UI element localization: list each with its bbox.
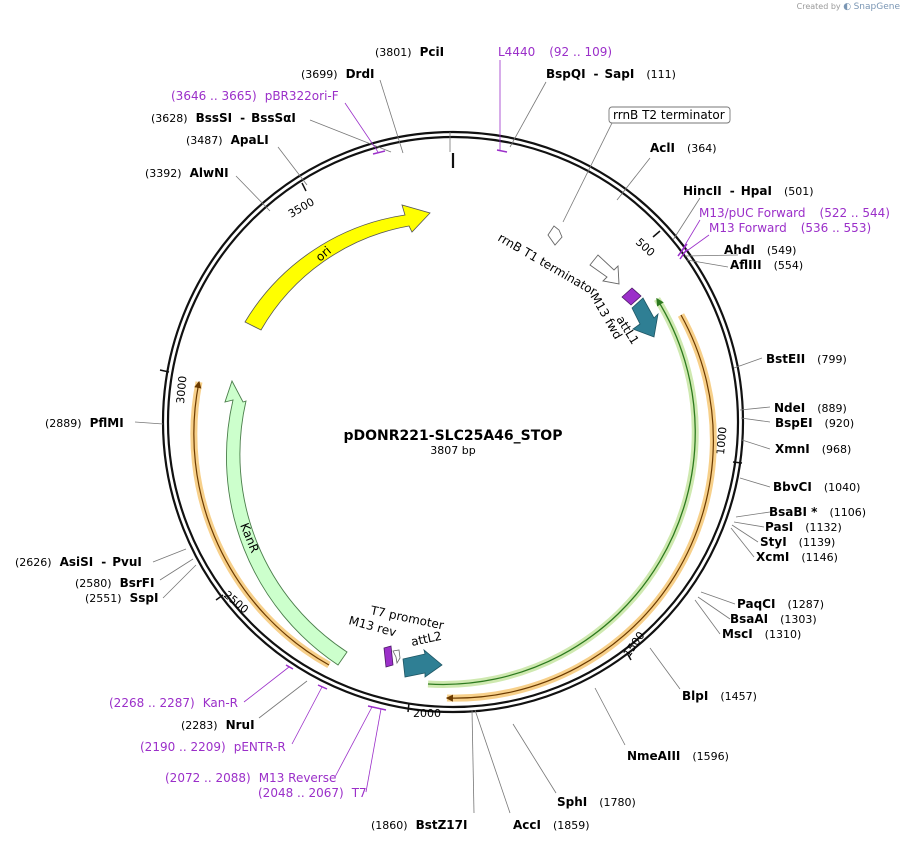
site-sphi[interactable]: SphI(1780) (557, 795, 636, 809)
site-apali[interactable]: (3487)ApaLI (186, 133, 269, 147)
green-arc (427, 297, 699, 688)
ori-arrow (244, 204, 431, 331)
site-labels: (3801)PciI L4440(92 .. 109) BspQI-SapI(1… (15, 45, 890, 832)
backbone-inner (166, 135, 740, 709)
site-pflmi[interactable]: (2889)PflMI (45, 416, 124, 430)
m13-rev-arrow (383, 645, 394, 668)
site-blpi[interactable]: BlpI(1457) (682, 689, 757, 703)
site-acli[interactable]: AclI(364) (650, 141, 717, 155)
rrnb-t2-box (608, 106, 731, 124)
tick-label-2000: 2000 (413, 707, 441, 720)
primer-leads (243, 60, 710, 793)
credit-prefix: Created by (796, 2, 841, 11)
rrnb-t1-label: rrnB T1 terminator (496, 230, 600, 298)
rrnb-t2-label: rrnB T2 terminator (613, 108, 725, 122)
attl1-arrow (631, 297, 659, 338)
tick-label-1000: 1000 (714, 426, 729, 455)
tick-1000: 1000 (714, 426, 743, 464)
rrnb-t2-lead (562, 122, 613, 223)
site-bbvci[interactable]: BbvCI(1040) (773, 480, 860, 494)
left-orange-line (193, 380, 330, 666)
site-bsssi[interactable]: (3628)BssSI-BssSαI (151, 111, 296, 125)
site-asisi[interactable]: (2626)AsiSI-PvuI (15, 555, 142, 569)
site-xmni[interactable]: XmnI(968) (775, 442, 851, 456)
primer-m13-puc-forward[interactable]: M13/pUC Forward(522 .. 544) (699, 206, 890, 220)
primer-m13-forward[interactable]: M13 Forward(536 .. 553) (709, 221, 871, 235)
t7-promoter-arrow (392, 649, 401, 665)
plasmid-name: pDONR221-SLC25A46_STOP (344, 428, 563, 444)
site-bspei[interactable]: BspEI(920) (775, 416, 854, 430)
kanr-arrow (224, 379, 348, 666)
plasmid-length: 3807 bp (430, 444, 475, 457)
site-pcii[interactable]: (3801)PciI (375, 45, 444, 59)
primer-t7[interactable]: (2048 .. 2067)T7 (258, 786, 367, 800)
site-xcmi[interactable]: XcmI(1146) (756, 550, 838, 564)
credit-brand: SnapGene (853, 2, 900, 12)
site-ndei[interactable]: NdeI(889) (774, 401, 847, 415)
site-sspi[interactable]: (2551)SspI (85, 591, 158, 605)
feature-m13-rev[interactable]: M13 rev (347, 613, 398, 668)
tick-label-3000: 3000 (174, 375, 189, 404)
primer-m13-reverse[interactable]: (2072 .. 2088)M13 Reverse (165, 771, 336, 785)
tick-label-3500: 3500 (286, 195, 317, 220)
site-bsteii[interactable]: BstEII(799) (766, 352, 847, 366)
backbone-outer (161, 130, 745, 714)
site-nmeaiii[interactable]: NmeAIII(1596) (627, 749, 729, 763)
attl2-arrow (402, 648, 443, 678)
site-bsrfi[interactable]: (2580)BsrFI (75, 576, 154, 590)
site-paqci[interactable]: PaqCI(1287) (737, 597, 824, 611)
primer-kan-r[interactable]: (2268 .. 2287)Kan-R (109, 696, 238, 710)
site-hincii[interactable]: HincII-HpaI(501) (683, 184, 814, 198)
site-leads (134, 79, 771, 814)
rrnb-t1-arrow (589, 254, 620, 285)
site-bsaai[interactable]: BsaAI(1303) (730, 612, 817, 626)
primer-l4440[interactable]: L4440(92 .. 109) (498, 45, 612, 59)
right-orange-line (445, 314, 714, 702)
primer-marks (285, 149, 688, 711)
site-drdi[interactable]: (3699)DrdI (301, 67, 375, 81)
attl2-label: attL2 (410, 629, 443, 649)
feature-rrnb-t2[interactable]: rrnB T2 terminator (547, 106, 731, 246)
primer-pentr-r[interactable]: (2190 .. 2209)pENTR-R (140, 740, 286, 754)
site-alwni[interactable]: (3392)AlwNI (145, 166, 229, 180)
snapgene-credit: Created by ◐ SnapGene (797, 2, 900, 12)
feature-attl2[interactable]: attL2 (402, 629, 443, 678)
site-bspqi[interactable]: BspQI-SapI(111) (546, 67, 676, 81)
feature-ori[interactable]: ori (244, 204, 431, 331)
primer-pbr322ori-f[interactable]: (3646 .. 3665)pBR322ori-F (171, 89, 339, 103)
tick-500: 500 (633, 230, 661, 260)
site-bstz17i[interactable]: (1860)BstZ17I (371, 818, 467, 832)
site-msci[interactable]: MscI(1310) (722, 627, 801, 641)
snapgene-logo-icon: ◐ (843, 2, 852, 12)
green-line (427, 297, 696, 686)
site-ahdi[interactable]: AhdI(549) (724, 243, 796, 257)
tick-3000: 3000 (159, 369, 189, 404)
rrnb-t2-arrow (547, 225, 563, 246)
site-styi[interactable]: StyI(1139) (760, 535, 835, 549)
site-afliii[interactable]: AflIII(554) (730, 258, 803, 272)
m13-fwd-arrow (621, 287, 642, 306)
feature-attl1[interactable]: attL1 (613, 297, 659, 347)
site-nrui[interactable]: (2283)NruI (181, 718, 255, 732)
tick-label-500: 500 (633, 236, 657, 260)
site-acci[interactable]: AccI(1859) (513, 818, 590, 832)
site-bsabi[interactable]: BsaBI *(1106) (769, 505, 866, 519)
tick-2000: 2000 (407, 702, 441, 720)
site-pasi[interactable]: PasI(1132) (765, 520, 842, 534)
